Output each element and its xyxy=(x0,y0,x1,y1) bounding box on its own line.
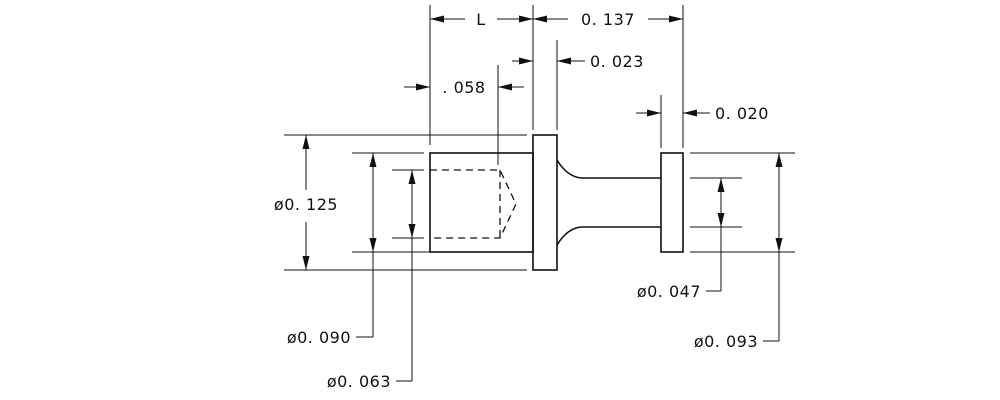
dim-bore-diameter: ø0. 063 xyxy=(327,170,416,391)
dim-shank-diameter-label: ø0. 047 xyxy=(637,282,701,301)
flange-outline xyxy=(532,134,558,271)
dim-length-label: L xyxy=(476,10,485,29)
extension-lines xyxy=(284,5,795,271)
dim-flange-thickness: 0. 023 xyxy=(512,52,644,71)
dim-body-diameter-label: ø0. 090 xyxy=(287,328,351,347)
dim-shank-diameter: ø0. 047 xyxy=(637,178,725,301)
dim-length: L xyxy=(430,10,533,29)
body-outline xyxy=(429,152,534,253)
dim-overall-length: 0. 137 xyxy=(533,10,683,29)
dim-flange-diameter-label: ø0. 125 xyxy=(274,195,338,214)
dim-bore-diameter-label: ø0. 063 xyxy=(327,372,391,391)
part-outline xyxy=(429,134,684,271)
dim-bore-depth-label: . 058 xyxy=(442,78,485,97)
dim-collar-diameter: ø0. 093 xyxy=(694,153,783,351)
dim-body-diameter: ø0. 090 xyxy=(287,153,377,347)
hidden-bore xyxy=(430,169,517,239)
shank-outline xyxy=(556,159,661,246)
dim-bore-depth: . 058 xyxy=(404,78,524,97)
dim-collar-thickness: 0. 020 xyxy=(636,104,769,123)
dim-flange-thickness-label: 0. 023 xyxy=(590,52,644,71)
collar-outline xyxy=(660,152,684,253)
dim-collar-diameter-label: ø0. 093 xyxy=(694,332,758,351)
dim-overall-length-label: 0. 137 xyxy=(581,10,635,29)
dim-flange-diameter: ø0. 125 xyxy=(274,135,338,270)
dim-collar-thickness-label: 0. 020 xyxy=(715,104,769,123)
